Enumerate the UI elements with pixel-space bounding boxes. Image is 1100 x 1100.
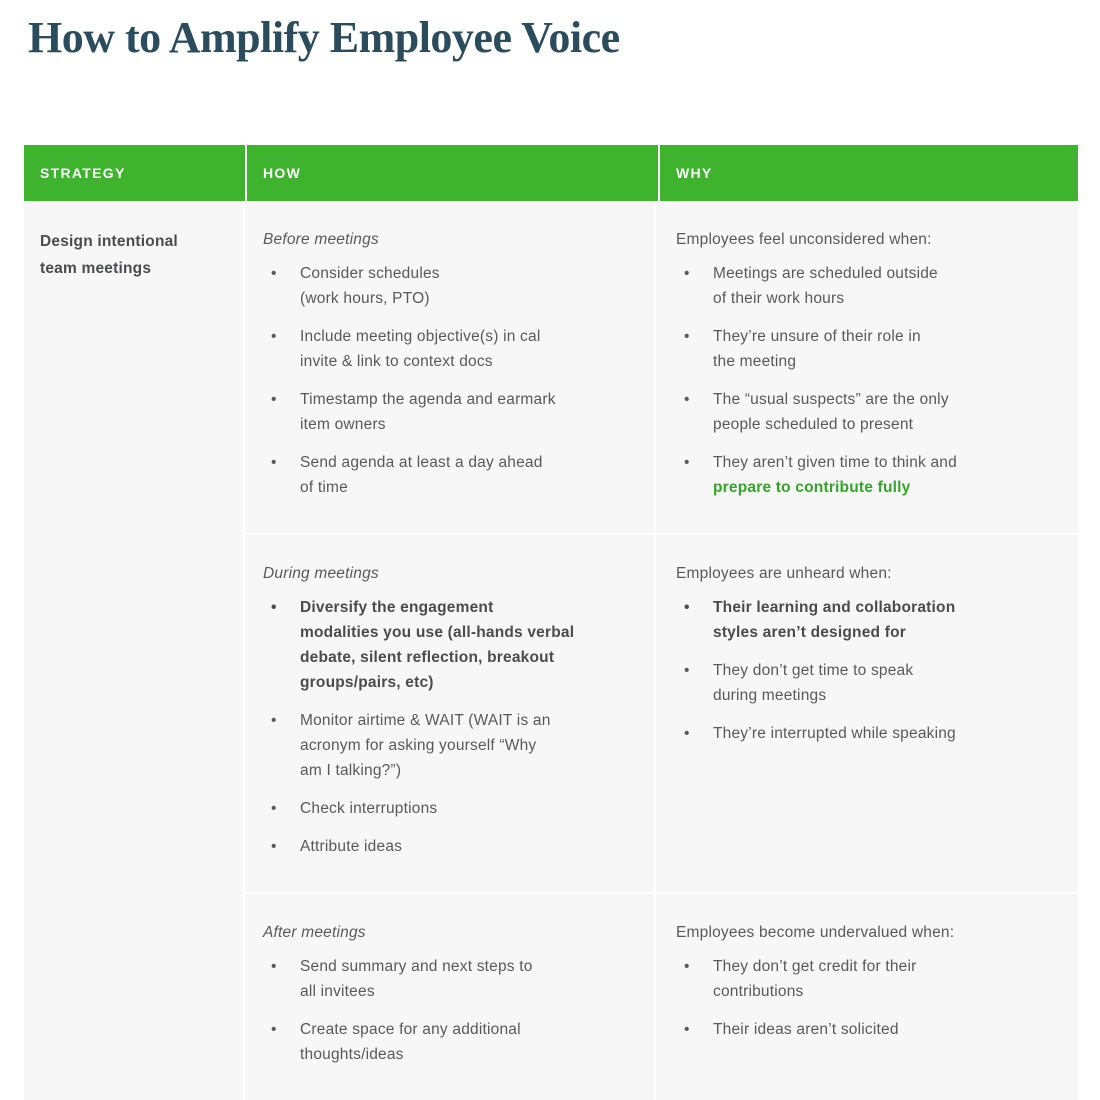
cell-title-before-meetings: Before meetings	[263, 231, 379, 248]
list-item: Attribute ideas	[263, 834, 634, 859]
list-item: The “usual suspects” are the only people…	[676, 387, 1058, 437]
row-during-meetings: During meetings Diversify the engagement…	[245, 533, 1078, 892]
cell-title-after-meetings: After meetings	[263, 924, 366, 941]
page-title: How to Amplify Employee Voice	[28, 13, 620, 62]
list-item: Their ideas aren’t solicited	[676, 1017, 1058, 1042]
list-item: Their learning and collaboration styles …	[676, 595, 1058, 645]
bullet-list-how-during: Diversify the engagement modalities you …	[263, 595, 634, 859]
cell-title-during-meetings: During meetings	[263, 565, 379, 582]
list-item: They aren’t given time to think and prep…	[676, 450, 1058, 500]
bullet-list-why-during: Their learning and collaboration styles …	[676, 595, 1058, 746]
list-item: Send summary and next steps to all invit…	[263, 954, 634, 1004]
how-cell-during: During meetings Diversify the engagement…	[245, 535, 656, 892]
bullet-list-how-after: Send summary and next steps to all invit…	[263, 954, 634, 1067]
how-cell-after: After meetings Send summary and next ste…	[245, 894, 656, 1100]
list-item: Monitor airtime & WAIT (WAIT is an acron…	[263, 708, 634, 783]
strategy-table: STRATEGY HOW WHY Design intentional team…	[24, 145, 1078, 1100]
strategy-cell: Design intentional team meetings	[24, 201, 245, 1100]
list-item: Meetings are scheduled outside of their …	[676, 261, 1058, 311]
bullet-list-how-before: Consider schedules (work hours, PTO) Inc…	[263, 261, 634, 500]
list-item-text: They aren’t given time to think and	[713, 454, 957, 471]
why-intro-unconsidered: Employees feel unconsidered when:	[676, 231, 932, 248]
table-header-row: STRATEGY HOW WHY	[24, 145, 1078, 201]
why-intro-undervalued: Employees become undervalued when:	[676, 924, 955, 941]
highlight-text: prepare to contribute fully	[713, 479, 911, 496]
table-body: Design intentional team meetings Before …	[24, 201, 1078, 1100]
why-cell-after: Employees become undervalued when: They …	[656, 894, 1078, 1100]
list-item: They don’t get credit for their contribu…	[676, 954, 1058, 1004]
how-cell-before: Before meetings Consider schedules (work…	[245, 201, 656, 533]
row-after-meetings: After meetings Send summary and next ste…	[245, 892, 1078, 1100]
list-item: They’re unsure of their role in the meet…	[676, 324, 1058, 374]
why-intro-unheard: Employees are unheard when:	[676, 565, 892, 582]
list-item: They don’t get time to speak during meet…	[676, 658, 1058, 708]
bullet-list-why-after: They don’t get credit for their contribu…	[676, 954, 1058, 1042]
column-header-strategy: STRATEGY	[40, 165, 126, 181]
list-item: Diversify the engagement modalities you …	[263, 595, 634, 695]
list-item: Send agenda at least a day ahead of time	[263, 450, 634, 500]
column-header-why: WHY	[658, 145, 1078, 201]
list-item: Timestamp the agenda and earmark item ow…	[263, 387, 634, 437]
why-cell-before: Employees feel unconsidered when: Meetin…	[656, 201, 1078, 533]
column-header-how: HOW	[245, 145, 658, 201]
strategy-label: Design intentional team meetings	[40, 233, 178, 277]
list-item: Consider schedules (work hours, PTO)	[263, 261, 634, 311]
row-before-meetings: Before meetings Consider schedules (work…	[245, 201, 1078, 533]
why-cell-during: Employees are unheard when: Their learni…	[656, 535, 1078, 892]
list-item: Include meeting objective(s) in cal invi…	[263, 324, 634, 374]
list-item: Check interruptions	[263, 796, 634, 821]
list-item: They’re interrupted while speaking	[676, 721, 1058, 746]
bullet-list-why-before: Meetings are scheduled outside of their …	[676, 261, 1058, 500]
list-item: Create space for any additional thoughts…	[263, 1017, 634, 1067]
document-page: How to Amplify Employee Voice STRATEGY H…	[0, 13, 1100, 1100]
table-rows: Before meetings Consider schedules (work…	[245, 201, 1078, 1100]
